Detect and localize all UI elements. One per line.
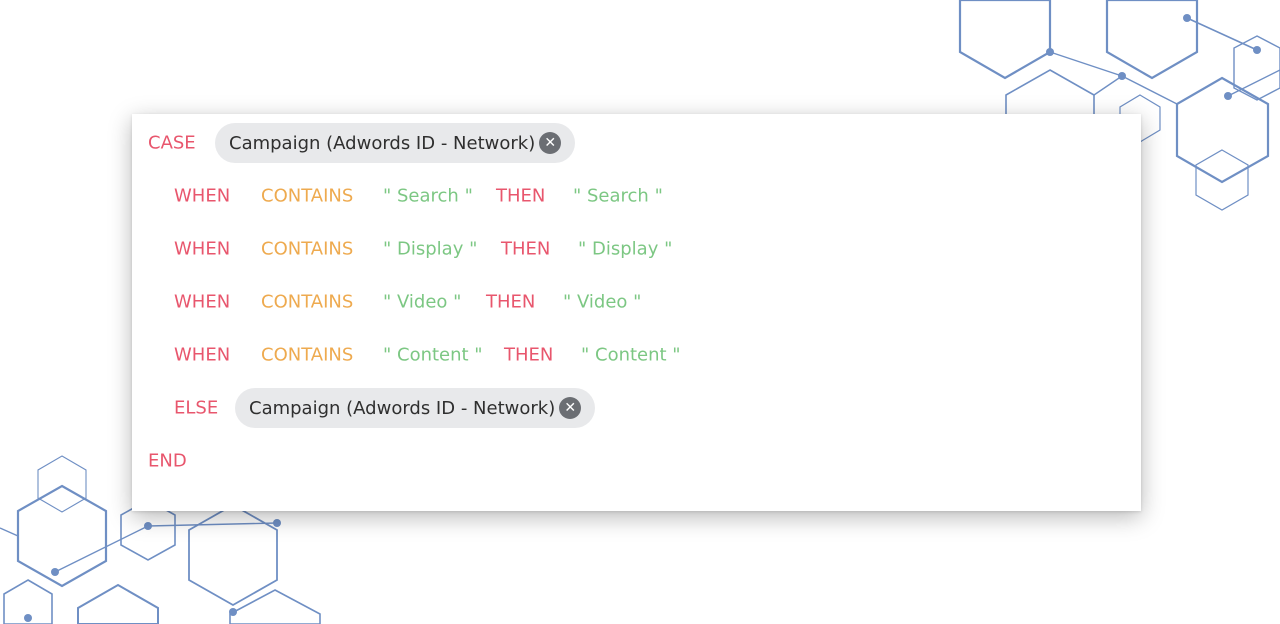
contains-operator[interactable]: CONTAINS — [261, 344, 354, 366]
case-keyword: CASE — [148, 132, 196, 154]
field-chip-label: Campaign (Adwords ID - Network) — [249, 397, 556, 419]
match-value[interactable]: " Content " — [383, 344, 483, 366]
then-keyword: THEN — [504, 344, 554, 366]
then-keyword: THEN — [501, 238, 551, 260]
then-keyword: THEN — [486, 291, 536, 313]
result-value[interactable]: " Display " — [578, 238, 673, 260]
hexagon-shape — [120, 499, 176, 561]
node-dot — [1046, 48, 1054, 56]
hexagon-shape — [1233, 35, 1280, 101]
when-line: WHEN CONTAINS " Search " THEN " Search " — [132, 176, 1141, 216]
close-icon[interactable]: ✕ — [539, 132, 562, 154]
node-dot — [144, 522, 152, 530]
when-keyword: WHEN — [174, 291, 231, 313]
result-value[interactable]: " Search " — [573, 185, 663, 207]
node-dot — [1224, 92, 1232, 100]
result-value[interactable]: " Video " — [563, 291, 642, 313]
when-line: WHEN CONTAINS " Content " THEN " Content… — [132, 335, 1141, 375]
hexagon-shape — [1195, 149, 1249, 211]
hexagon-shape — [1105, 0, 1199, 80]
match-value[interactable]: " Display " — [383, 238, 478, 260]
when-keyword: WHEN — [174, 238, 231, 260]
hexagon-shape — [958, 0, 1052, 80]
field-chip-else[interactable]: Campaign (Adwords ID - Network) ✕ — [235, 388, 596, 428]
node-dot — [1118, 72, 1126, 80]
contains-operator[interactable]: CONTAINS — [261, 291, 354, 313]
end-line: END — [132, 441, 1141, 481]
when-keyword: WHEN — [174, 344, 231, 366]
node-dot — [273, 519, 281, 527]
hexagon-shape — [3, 579, 53, 624]
hexagon-shape — [1175, 76, 1270, 184]
node-dot — [229, 608, 237, 616]
end-keyword: END — [148, 450, 187, 472]
close-icon[interactable]: ✕ — [559, 397, 582, 419]
hexagon-shape — [77, 583, 159, 624]
when-keyword: WHEN — [174, 185, 231, 207]
hexagon-shape — [16, 484, 108, 588]
hexagon-shape — [37, 455, 87, 513]
else-keyword: ELSE — [174, 397, 219, 419]
result-value[interactable]: " Content " — [581, 344, 681, 366]
match-value[interactable]: " Video " — [383, 291, 462, 313]
when-line: WHEN CONTAINS " Display " THEN " Display… — [132, 229, 1141, 269]
field-chip-case[interactable]: Campaign (Adwords ID - Network) ✕ — [215, 123, 576, 163]
node-dot — [51, 568, 59, 576]
contains-operator[interactable]: CONTAINS — [261, 238, 354, 260]
hexagon-shape — [229, 589, 321, 624]
match-value[interactable]: " Search " — [383, 185, 473, 207]
formula-editor-panel: CASE Campaign (Adwords ID - Network) ✕ W… — [132, 114, 1141, 511]
node-dot — [1253, 46, 1261, 54]
node-dot — [24, 614, 32, 622]
when-line: WHEN CONTAINS " Video " THEN " Video " — [132, 282, 1141, 322]
case-line: CASE Campaign (Adwords ID - Network) ✕ — [132, 123, 1141, 163]
contains-operator[interactable]: CONTAINS — [261, 185, 354, 207]
hexagon-shape — [188, 503, 278, 607]
node-dot — [1183, 14, 1191, 22]
else-line: ELSE Campaign (Adwords ID - Network) ✕ — [132, 388, 1141, 428]
then-keyword: THEN — [496, 185, 546, 207]
field-chip-label: Campaign (Adwords ID - Network) — [229, 132, 536, 154]
